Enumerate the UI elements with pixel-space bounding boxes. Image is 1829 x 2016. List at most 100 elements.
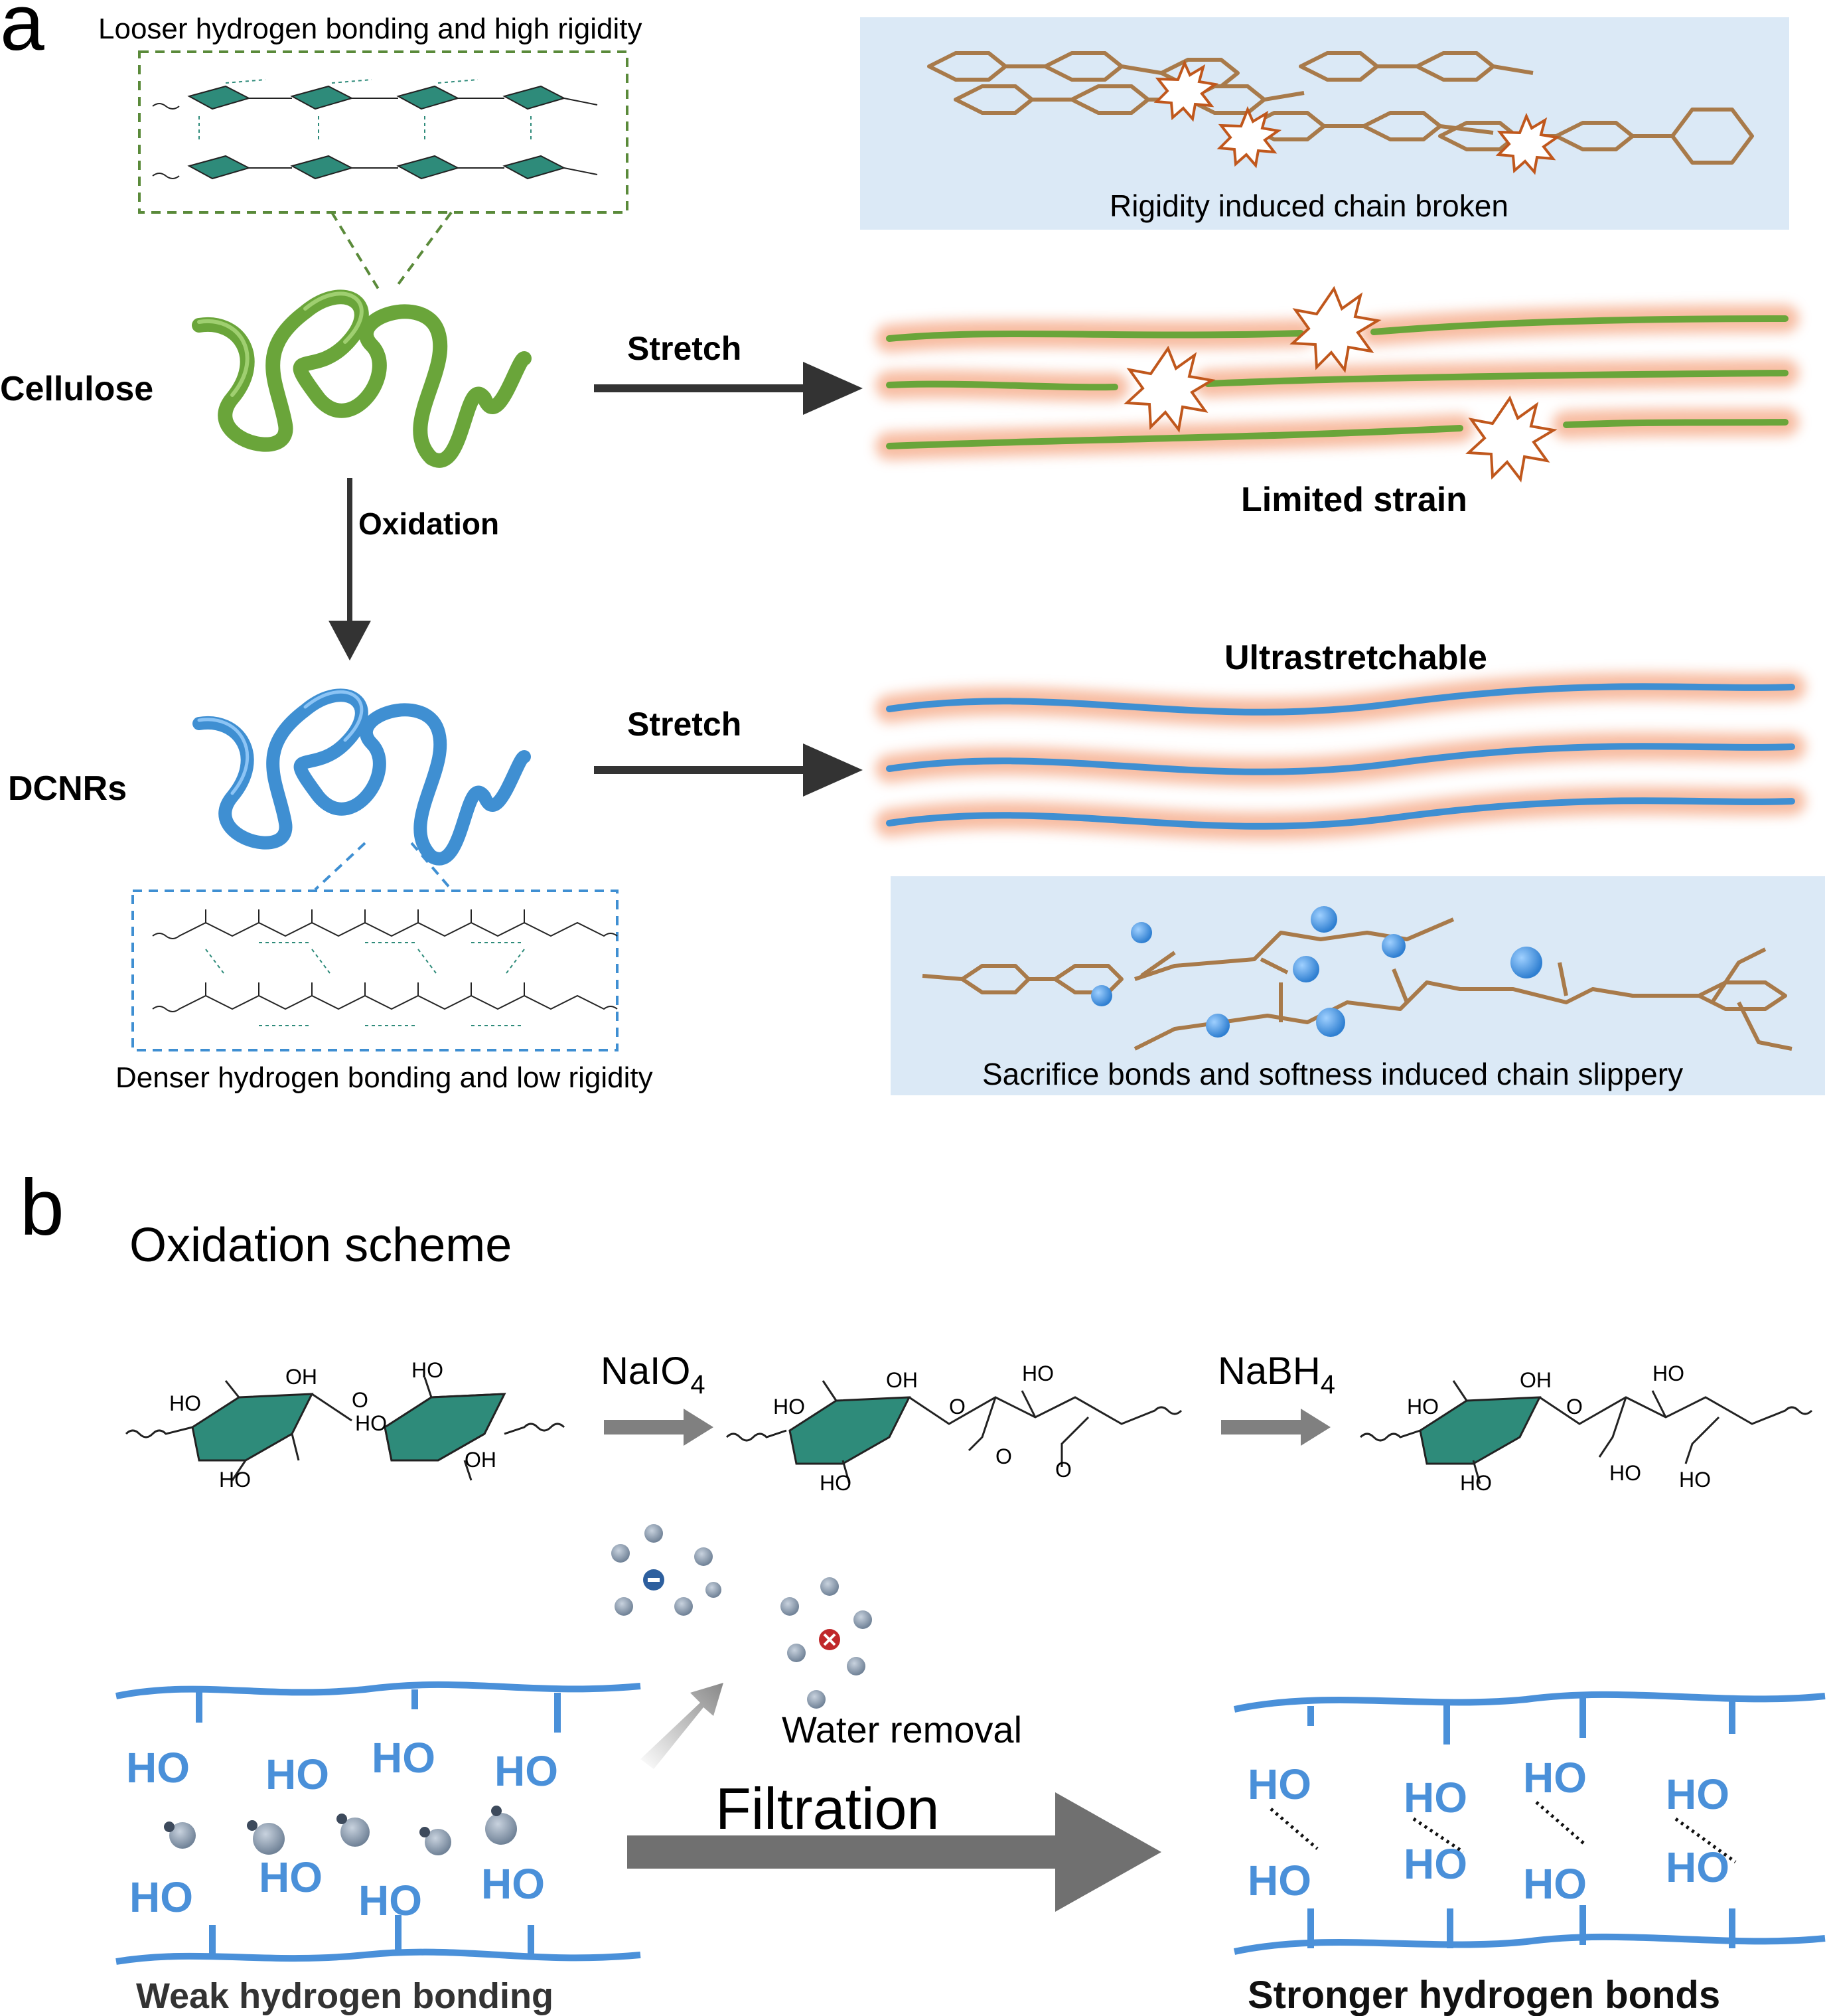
chem-label: HO: [1652, 1361, 1684, 1385]
hydrogen-bond-dots: [1270, 1801, 1737, 1864]
rigid-burst-1: [1153, 59, 1219, 122]
water-molecules: [164, 1806, 517, 1855]
glucose-ring: [396, 85, 460, 110]
chem-label: HO: [1460, 1471, 1492, 1495]
chem-label: HO: [355, 1411, 387, 1435]
dialcohol-labels: OH HO HO HO HO HO O: [1407, 1361, 1711, 1495]
chem-label: O: [949, 1395, 966, 1419]
reactant-molecule: [125, 1377, 565, 1481]
sacrificial-bond-ball: [1311, 906, 1337, 933]
reagent1: NaIO4: [601, 1350, 705, 1399]
chem-label: HO: [773, 1395, 805, 1419]
chem-label: O: [1566, 1395, 1583, 1419]
bottom-box-connector-right: [410, 842, 453, 891]
rigid-burst-3: [1495, 112, 1561, 175]
cellulose-molecule-drawing: [152, 79, 598, 180]
water-molecule: [425, 1829, 451, 1855]
hydrated-cation-cluster: [780, 1577, 872, 1709]
dcnrs-molecule-drawing: [152, 909, 618, 1026]
ho-label: HO: [1404, 1774, 1467, 1822]
reactant-labels: OH HO HO HO HO OH O: [169, 1358, 496, 1492]
top-box-caption: Looser hydrogen bonding and high rigidit…: [98, 13, 642, 45]
filtration-arrowhead: [1055, 1792, 1161, 1912]
dcnrs-coil: [192, 688, 531, 866]
ho-label: HO: [1404, 1840, 1467, 1888]
sacrificial-bond-ball: [1510, 947, 1542, 978]
ho-label: HO: [481, 1860, 545, 1908]
chem-label: OH: [285, 1365, 317, 1389]
broken-chains: [886, 315, 1789, 449]
chem-label: HO: [1022, 1361, 1054, 1385]
cellulose-coil: [192, 289, 532, 468]
glucose-ring: [502, 155, 566, 180]
stretch-top-label: Stretch: [627, 330, 741, 367]
soft-panel-caption: Sacrifice bonds and softness induced cha…: [982, 1057, 1683, 1091]
dcnrs-hbond-box: [131, 890, 619, 1051]
ho-label: HO: [126, 1744, 190, 1792]
weak-label: Weak hydrogen bonding: [136, 1976, 553, 2016]
glucose-ring: [290, 155, 354, 180]
sacrificial-bond-ball: [1206, 1014, 1230, 1038]
limited-strain-label: Limited strain: [1241, 481, 1467, 519]
dcnrs-coil-highlight: [197, 690, 364, 795]
glucose-ring: [396, 155, 460, 180]
bottom-box-caption: Denser hydrogen bonding and low rigidity: [115, 1061, 653, 1094]
weak-top-chain: [115, 1681, 641, 1699]
water-molecule: [340, 1818, 370, 1847]
ho-label: HO: [494, 1747, 558, 1795]
weak-network: [115, 1681, 641, 1965]
glucose-ring: [290, 85, 354, 110]
weak-bottom-chain: [115, 1948, 641, 1965]
sacrificial-bond-ball: [1091, 985, 1112, 1006]
ho-label: HO: [372, 1734, 435, 1782]
reagent2-main: NaBH: [1218, 1350, 1321, 1393]
sacrificial-bond-ball: [1316, 1008, 1345, 1037]
ultrastretchable-label: Ultrastretchable: [1224, 639, 1487, 677]
dialdehyde-labels: OH HO HO HO O O O: [773, 1361, 1072, 1495]
ho-label: HO: [1248, 1760, 1311, 1808]
cellulose-coil-highlight: [197, 291, 364, 397]
glucose-ring: [187, 85, 251, 110]
strong-label: Stronger hydrogen bonds: [1248, 1974, 1720, 2016]
oxidation-label: Oxidation: [358, 506, 499, 541]
chem-label: HO: [411, 1358, 443, 1382]
dialcohol-molecule: [1359, 1380, 1813, 1484]
reagent1-main: NaIO: [601, 1350, 690, 1393]
chem-label: OH: [465, 1448, 496, 1472]
strong-ho-groups: HO HO HO HO HO HO HO HO: [1248, 1754, 1729, 1908]
rigid-burst-2: [1216, 106, 1282, 169]
ho-label: HO: [259, 1853, 323, 1901]
bottom-box-connector-left: [314, 842, 366, 891]
dialdehyde-molecule: [725, 1380, 1183, 1484]
sacrificial-bond-ball: [1293, 956, 1319, 982]
chem-label: HO: [169, 1391, 201, 1415]
ho-label: HO: [1666, 1770, 1729, 1818]
water-removal-arrow[interactable]: [640, 1683, 723, 1769]
filtration-arrow[interactable]: [627, 1835, 1065, 1869]
stretch-bottom-arrowhead: [803, 743, 863, 797]
reagent2-subscript: 4: [1321, 1370, 1335, 1399]
glucose-ring: [187, 155, 251, 180]
reaction-arrowhead-2: [1301, 1409, 1331, 1446]
reagent2: NaBH4: [1218, 1350, 1335, 1399]
chem-label: O: [995, 1444, 1012, 1468]
reaction-arrowhead-1: [684, 1409, 713, 1446]
intact-chains: [886, 683, 1795, 830]
chain-break-burst-2: [1124, 345, 1216, 433]
ho-label: HO: [1523, 1754, 1587, 1802]
oxidation-arrowhead: [329, 621, 371, 660]
rigid-panel-caption: Rigidity induced chain broken: [1110, 189, 1508, 223]
panel-b-title: Oxidation scheme: [129, 1219, 512, 1272]
stretch-top-arrowhead: [803, 362, 863, 415]
chem-label: OH: [886, 1368, 918, 1392]
soft-chain-panel: [891, 876, 1825, 1095]
sacrificial-bond-ball: [1131, 922, 1152, 943]
ho-label: HO: [1523, 1860, 1587, 1908]
chem-label: HO: [1407, 1395, 1439, 1419]
sacrificial-bond-ball: [1382, 934, 1406, 958]
chem-label: HO: [820, 1471, 851, 1495]
hydrated-anion-cluster: [611, 1524, 721, 1616]
strong-bottom-chain: [1233, 1933, 1826, 1955]
cellulose-hbond-box: [138, 50, 628, 214]
